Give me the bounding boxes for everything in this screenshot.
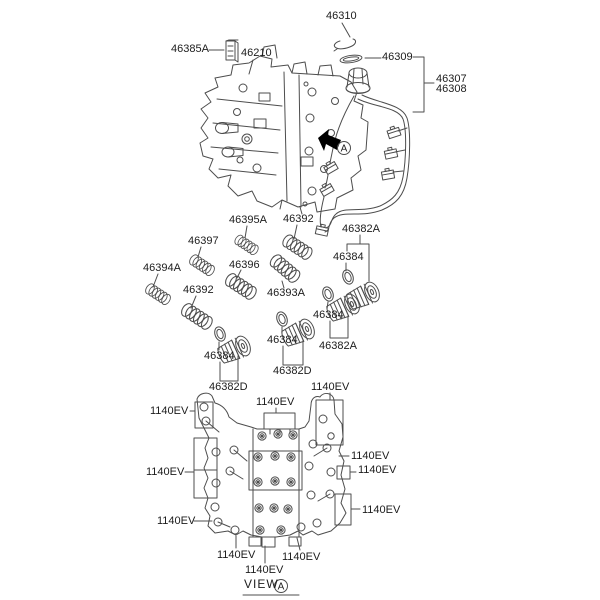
wiring-harness-drawing [314, 94, 411, 237]
part-label-46397: 46397 [188, 235, 219, 247]
separator-plate-drawing [196, 392, 347, 548]
part-label-46394A: 46394A [143, 262, 181, 274]
part-label-46382D-center: 46382D [273, 365, 312, 377]
part-label-46384-center: 46384 [267, 334, 298, 346]
detail-marker-a-footer: A [242, 579, 300, 596]
spring-46393A [267, 252, 303, 285]
leader-lines [152, 22, 435, 382]
part-label-1140EV-9: 1140EV [217, 549, 256, 561]
part-label-46382A-top: 46382A [342, 223, 380, 235]
part-label-1140EV-2: 1140EV [256, 396, 295, 408]
oring-46384-center [274, 309, 290, 329]
spring-46394A [143, 281, 173, 307]
part-label-1140EV-3: 1140EV [311, 381, 350, 393]
part-label-1140EV-4: 1140EV [351, 450, 390, 462]
detail-marker-a-top: A [337, 141, 351, 155]
oring-46384-left [212, 324, 228, 344]
part-label-1140EV-6: 1140EV [362, 504, 401, 516]
part-label-1140EV-11: 1140EV [282, 551, 321, 563]
part-label-1140EV-8: 1140EV [157, 515, 196, 527]
part-label-46307: 46307 [436, 73, 467, 85]
part-label-1140EV-5: 1140EV [358, 464, 397, 476]
spring-46395A [232, 233, 261, 257]
spring-46396 [222, 271, 259, 302]
oring-46309-part [339, 54, 363, 64]
filter-46385A-part [225, 39, 239, 63]
part-label-1140EV-7: 1140EV [146, 466, 185, 478]
part-label-1140EV-1: 1140EV [150, 405, 189, 417]
part-label-46393A: 46393A [267, 287, 305, 299]
part-label-46309: 46309 [382, 51, 413, 63]
plate-leader-lines [184, 392, 361, 564]
valve-body-drawing [199, 44, 369, 215]
view-footer-label: VIEW [244, 577, 279, 591]
part-label-46392-upper: 46392 [283, 213, 314, 225]
part-label-46382D-left: 46382D [209, 381, 248, 393]
part-label-46392-lower: 46392 [183, 284, 214, 296]
oring-46384-right [320, 284, 336, 304]
part-label-46310: 46310 [326, 10, 357, 22]
spring-46392-upper [280, 232, 315, 262]
part-label-46308: 46308 [436, 83, 467, 95]
part-label-46384-left: 46384 [204, 350, 235, 362]
sensor-plug-part [345, 67, 371, 94]
view-direction-arrow [318, 129, 341, 151]
part-label-46395A: 46395A [229, 214, 267, 226]
part-label-46384-right: 46384 [313, 309, 344, 321]
plug-valve-46382A-topright [343, 279, 383, 313]
part-label-46385A: 46385A [171, 43, 209, 55]
part-label-46396: 46396 [229, 259, 260, 271]
oring-46384-topright [340, 267, 356, 287]
svg-text:A: A [278, 582, 285, 593]
spring-46392-lower [178, 301, 215, 332]
part-label-46382A-low: 46382A [319, 340, 357, 352]
spring-46397 [187, 252, 217, 278]
svg-text:A: A [341, 144, 348, 155]
part-label-46384-top: 46384 [333, 251, 364, 263]
snap-ring-46310-part [333, 38, 356, 52]
part-label-1140EV-10: 1140EV [245, 564, 284, 576]
part-label-46210: 46210 [241, 47, 272, 59]
